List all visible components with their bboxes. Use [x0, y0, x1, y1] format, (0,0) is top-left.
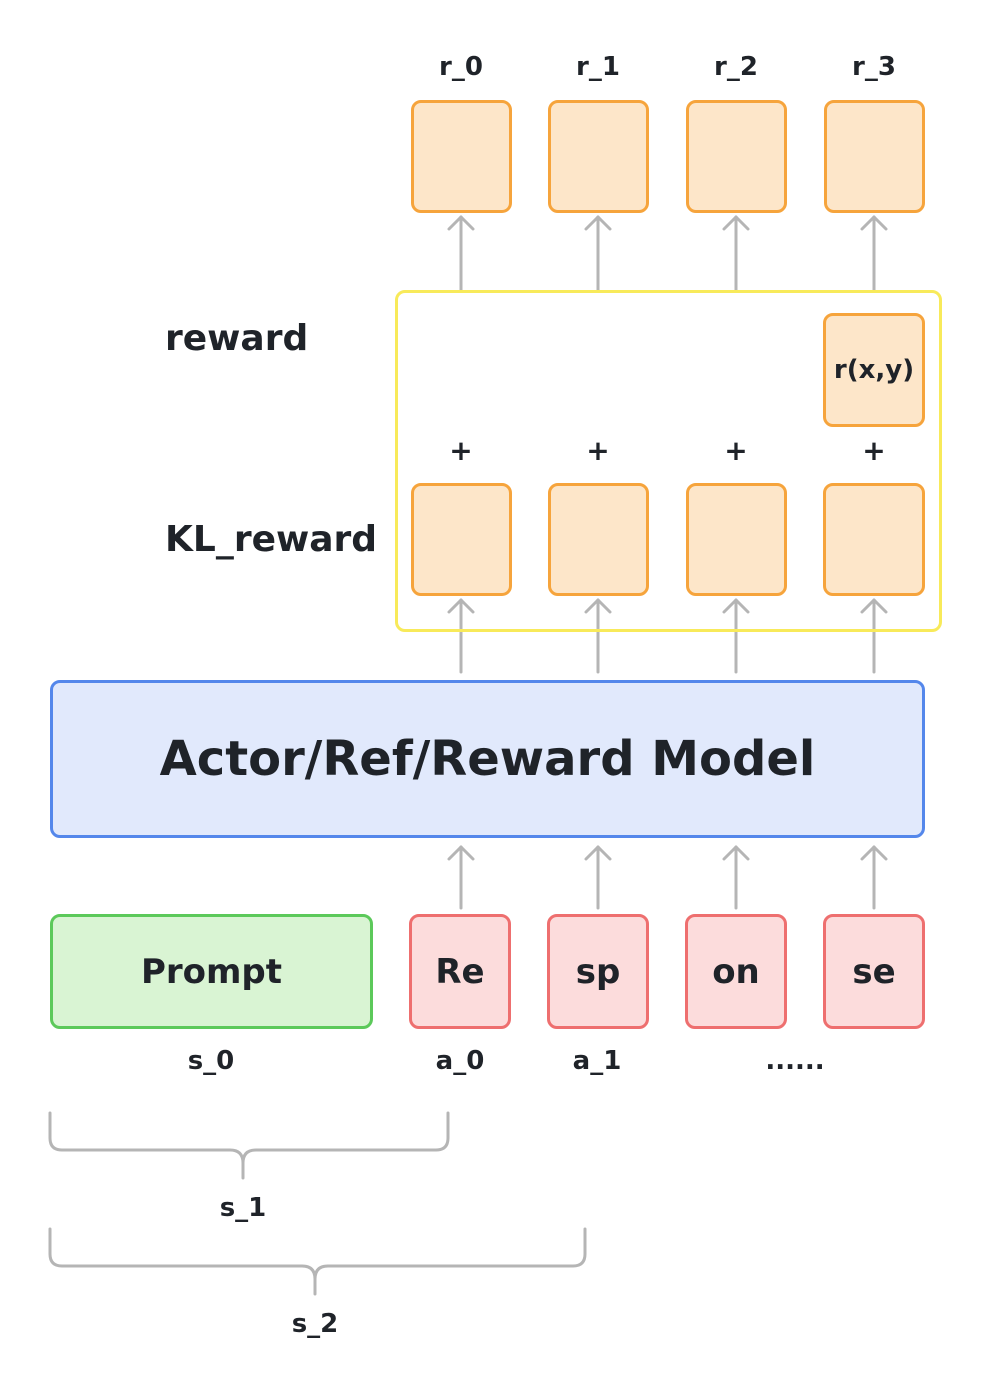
arrow-to-r2: [722, 215, 750, 292]
action-a1-label: a_1: [572, 1046, 622, 1076]
arrow-to-kl0: [447, 598, 475, 674]
reward-computation-frame: [395, 290, 942, 632]
plus-sign-0: +: [449, 434, 473, 467]
brace-s1: [48, 1111, 450, 1180]
r2-label: r_2: [714, 52, 758, 82]
state-s0-label: s_0: [187, 1046, 235, 1076]
kl-reward-box-0: [411, 483, 512, 596]
arrow-to-kl1: [584, 598, 612, 674]
arrow-to-r0: [447, 215, 475, 292]
actor-ref-reward-model-box: Actor/Ref/Reward Model: [50, 680, 925, 838]
prompt-box: Prompt: [50, 914, 373, 1029]
action-a0-label: a_0: [435, 1046, 485, 1076]
plus-sign-2: +: [724, 434, 748, 467]
reward-box-r1: [548, 100, 649, 213]
r3-label: r_3: [852, 52, 896, 82]
r1-label: r_1: [576, 52, 620, 82]
arrow-from-token1: [584, 845, 612, 910]
reward-box-r3: [824, 100, 925, 213]
arrow-from-token0: [447, 845, 475, 910]
r0-label: r_0: [439, 52, 483, 82]
brace-s2: [48, 1227, 587, 1296]
arrow-from-token2: [722, 845, 750, 910]
state-s1-label: s_1: [219, 1193, 267, 1223]
token-box-re: Re: [409, 914, 511, 1029]
state-s2-label: s_2: [291, 1309, 339, 1339]
final-reward-box: r(x,y): [823, 313, 925, 427]
plus-sign-1: +: [586, 434, 610, 467]
kl-reward-row-label: KL_reward: [165, 519, 378, 560]
token-box-on: on: [685, 914, 787, 1029]
kl-reward-box-2: [686, 483, 787, 596]
kl-reward-box-1: [548, 483, 649, 596]
arrow-to-r3: [860, 215, 888, 292]
arrow-from-token3: [860, 845, 888, 910]
token-box-sp: sp: [547, 914, 649, 1029]
reward-box-r2: [686, 100, 787, 213]
token-box-se: se: [823, 914, 925, 1029]
plus-sign-3: +: [862, 434, 886, 467]
reward-row-label: reward: [165, 318, 309, 359]
arrow-to-kl2: [722, 598, 750, 674]
ellipsis-label: ......: [765, 1046, 825, 1076]
arrow-to-r1: [584, 215, 612, 292]
arrow-to-kl3: [860, 598, 888, 674]
kl-reward-box-3: [823, 483, 925, 596]
reward-box-r0: [411, 100, 512, 213]
